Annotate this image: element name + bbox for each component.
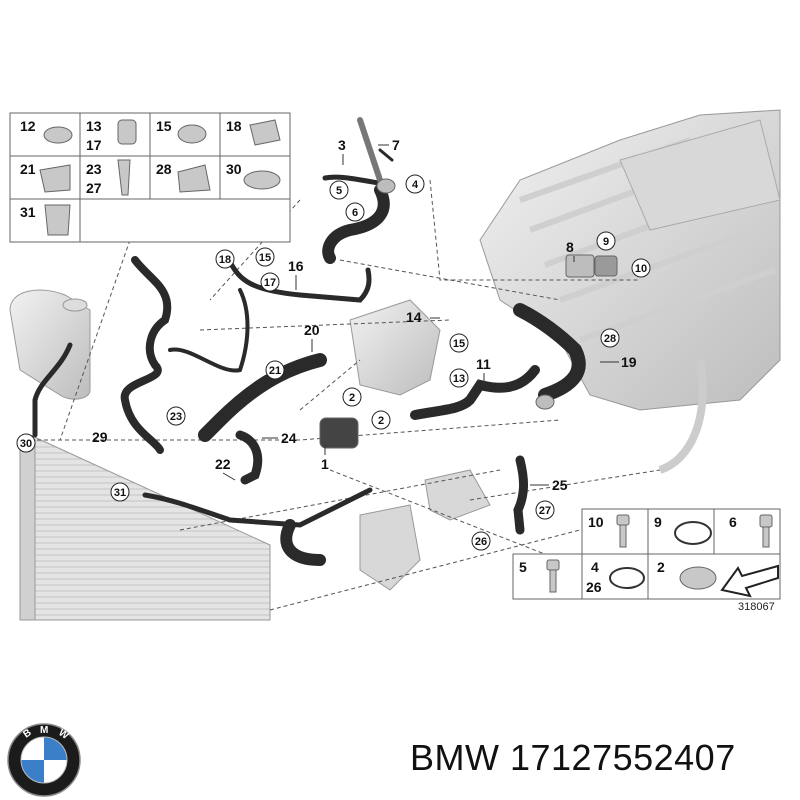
circled-9: 9: [603, 236, 609, 248]
fittings: [319, 178, 618, 449]
circled-2-right: 2: [378, 415, 384, 427]
circled-18: 18: [219, 254, 231, 266]
circled-31: 31: [114, 487, 126, 499]
grid-label-17: 17: [86, 137, 102, 153]
circled-26: 26: [475, 536, 487, 548]
grid-label-6: 6: [729, 514, 737, 530]
grid-label-12: 12: [20, 118, 36, 134]
grid-label-2: 2: [657, 559, 665, 575]
circled-17: 17: [264, 277, 276, 289]
circled-30: 30: [20, 438, 32, 450]
callout-20: 20: [304, 322, 320, 338]
logo-letter: M: [40, 725, 48, 736]
callout-29: 29: [92, 429, 108, 445]
leader-lines: [30, 179, 661, 611]
grid-label-30: 30: [226, 161, 242, 177]
circled-callouts: [16, 174, 651, 551]
grid-label-18: 18: [226, 118, 242, 134]
part-number-caption: BMW 17127552407: [410, 737, 736, 778]
callout-leaders: [222, 144, 619, 486]
circled-4: 4: [412, 179, 419, 191]
callout-11: 11: [476, 356, 491, 372]
grid-label-27: 27: [86, 180, 102, 196]
circled-13: 13: [453, 373, 465, 385]
engine-block: [479, 109, 781, 474]
callout-25: 25: [552, 477, 568, 493]
coolant-hoses: [32, 117, 586, 566]
grid-label-5: 5: [519, 559, 527, 575]
grid-label-23: 23: [86, 161, 102, 177]
callout-19: 19: [621, 354, 637, 370]
grid-label-10: 10: [588, 514, 604, 530]
circled-23: 23: [170, 411, 182, 423]
callout-1: 1: [321, 456, 329, 472]
circled-5: 5: [336, 185, 342, 197]
circled-6: 6: [352, 207, 358, 219]
callout-3: 3: [338, 137, 346, 153]
parts-grid-top: 12 13 17 15 18 21 23 27 28 30 31: [9, 112, 291, 243]
plain-callouts: 3 7 16 20 14 11 8 19 29 24 22 1 25: [92, 137, 637, 493]
bmw-logo: B M W: [7, 723, 81, 797]
callout-14: 14: [406, 309, 422, 325]
grid-label-26: 26: [586, 579, 602, 595]
circled-15: 15: [259, 252, 271, 264]
circled-15-lower: 15: [453, 338, 465, 350]
grid-label-28: 28: [156, 161, 172, 177]
grid-label-15: 15: [156, 118, 172, 134]
callout-8: 8: [566, 239, 574, 255]
grid-label-4: 4: [591, 559, 599, 575]
grid-label-9: 9: [654, 514, 662, 530]
grid-label-21: 21: [20, 161, 36, 177]
radiator: [19, 434, 271, 621]
circled-27: 27: [539, 505, 551, 517]
diagram-reference-number: 318067: [738, 601, 775, 613]
callout-16: 16: [288, 258, 304, 274]
circled-10: 10: [635, 263, 647, 275]
circled-2-top: 2: [349, 392, 355, 404]
circled-callout-labels: 5 4 6 9 10 18 15 17 28 21 13 15 2 2 23 3…: [20, 179, 647, 548]
thermostat-housing: [349, 299, 491, 591]
parts-grid-bottom: 10 9 6 5 4 26 2: [512, 508, 781, 600]
callout-7: 7: [392, 137, 400, 153]
circled-28: 28: [604, 333, 616, 345]
callout-22: 22: [215, 456, 231, 472]
grid-label-13: 13: [86, 118, 102, 134]
callout-24: 24: [281, 430, 297, 446]
expansion-tank: [9, 289, 91, 400]
grid-label-31: 31: [20, 204, 36, 220]
circled-21: 21: [269, 365, 281, 377]
